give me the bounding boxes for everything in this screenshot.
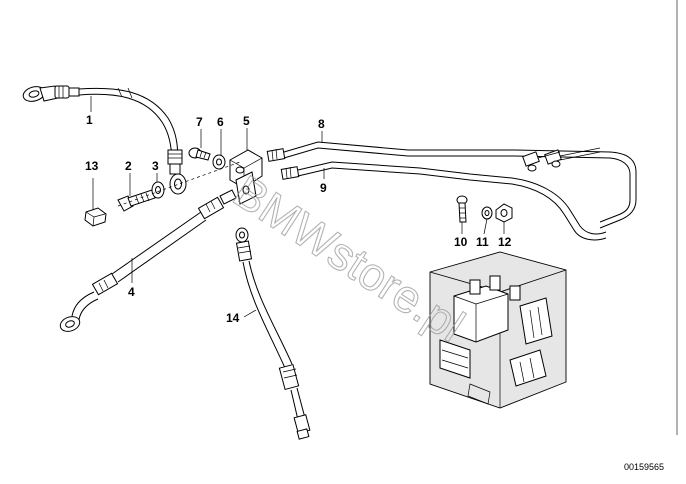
part-8-brake-line	[266, 141, 637, 229]
leader-lines	[90, 96, 505, 318]
label-part-9: 9	[320, 181, 327, 195]
label-part-1: 1	[86, 113, 93, 127]
label-part-2: 2	[125, 159, 132, 173]
assembly-line	[117, 161, 241, 207]
line-end-fittings	[522, 147, 601, 172]
abs-modulator	[429, 251, 567, 409]
part-2-bolt	[117, 189, 156, 212]
part-9-brake-line	[280, 161, 607, 241]
label-part-4: 4	[128, 285, 135, 299]
label-part-13: 13	[85, 159, 99, 173]
label-part-12: 12	[498, 235, 512, 249]
label-part-7: 7	[196, 115, 203, 129]
part-7-screw	[188, 147, 211, 161]
label-part-6: 6	[217, 115, 224, 129]
part-12-nut	[495, 203, 513, 223]
part-6-washer	[212, 154, 226, 170]
label-part-8: 8	[318, 117, 325, 131]
part-14-hose	[235, 227, 311, 440]
label-part-5: 5	[243, 114, 250, 128]
watermark-text: BMWstore.pl	[225, 165, 474, 352]
label-part-14: 14	[226, 311, 240, 325]
part-4-brake-hose	[59, 189, 237, 332]
part-5-junction-block	[229, 149, 263, 205]
part-11-washer	[481, 206, 493, 220]
part-3-washer	[151, 181, 165, 199]
label-part-10: 10	[454, 235, 468, 249]
label-part-11: 11	[476, 235, 489, 249]
part-1-brake-hose	[22, 85, 187, 195]
part-13-nut	[84, 207, 107, 227]
part-10-bolt	[456, 195, 468, 223]
label-part-3: 3	[152, 159, 159, 173]
drawing-number: 00159565	[624, 462, 664, 472]
